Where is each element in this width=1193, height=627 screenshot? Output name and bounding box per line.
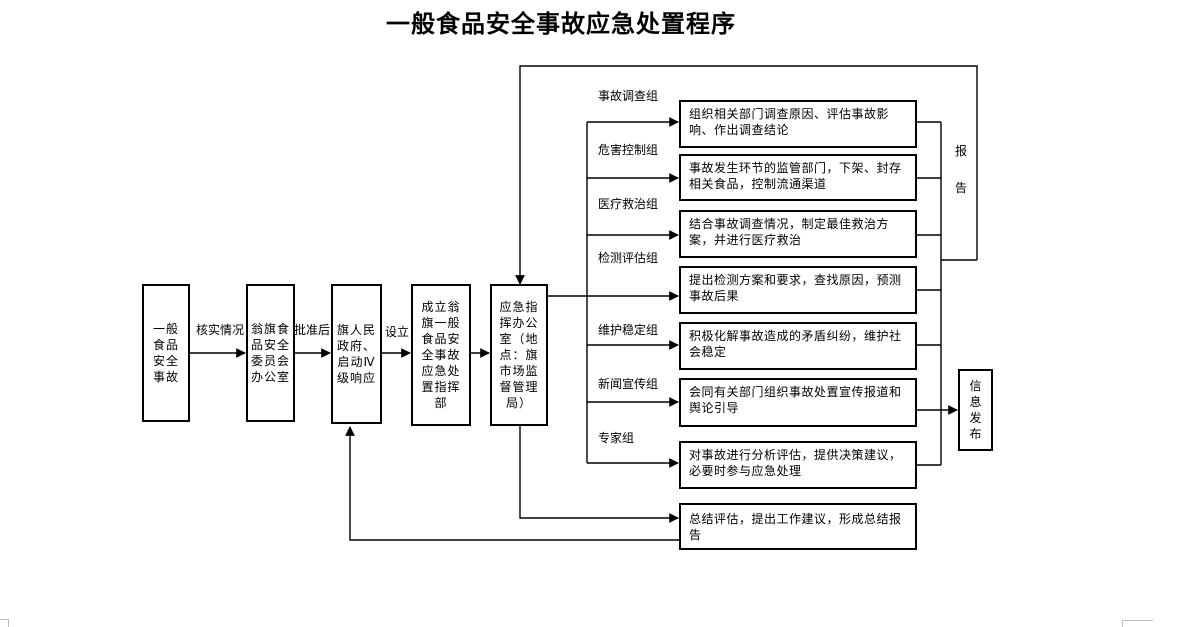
group-label-testing: 检测评估组 [598,251,659,265]
group-label-medical: 医疗救治组 [598,197,659,211]
report-label-char-1: 报 [955,144,968,158]
establish-label: 设立 [385,325,410,339]
verify-label: 核实情况 [196,323,245,337]
info-release-box: 信息发布 [958,369,993,451]
group-label-investigation: 事故调查组 [598,89,659,103]
arrow-command-to-summary [519,426,679,523]
task-box-testing: 提出检测方案和要求，查找原因，预测事故后果 [679,266,917,314]
command-office-box: 应急指挥办公室（地点：旗市场监督管理局） [490,284,548,426]
arrow-report-to-command [515,65,978,285]
group-label-expert: 专家组 [598,431,635,445]
summary-box: 总结评估，提出工作建议，形成总结报告 [679,503,917,550]
command-hq-box: 成立翁旗一般食品安全事故应急处置指挥部 [411,284,471,426]
event-box: 一般食品安全事故 [142,284,190,422]
page-corner-mark-left [0,619,9,627]
group-label-publicity: 新闻宣传组 [598,377,659,391]
page-title: 一般食品安全事故应急处置程序 [386,10,736,38]
food-safety-office-box: 翁旗食品安全委员会办公室 [246,284,295,422]
group-label-stability: 维护稳定组 [598,323,659,337]
task-box-medical: 结合事故调查情况，制定最佳救治方案，并进行医疗救治 [679,210,917,258]
gov-response-box: 旗人民政府、启动Ⅳ级响应 [331,284,382,424]
task-box-stability: 积极化解事故造成的矛盾纠纷，维护社会稳定 [679,322,917,370]
task-box-publicity: 会同有关部门组织事故处置宣传报道和舆论引导 [679,378,917,427]
arrow-summary-to-gov [345,426,680,541]
task-box-hazard: 事故发生环节的监管部门，下架、封存相关食品，控制流通渠道 [679,154,917,201]
report-label-char-2: 告 [955,181,968,195]
approve-label: 批准后 [294,323,331,337]
page-corner-mark-right [1122,620,1153,627]
task-box-expert: 对事故进行分析评估，提供决策建议，必要时参与应急处理 [679,441,917,489]
task-box-investigation: 组织相关部门调查原因、评估事故影响、作出调查结论 [679,100,917,148]
group-label-hazard: 危害控制组 [598,143,659,157]
